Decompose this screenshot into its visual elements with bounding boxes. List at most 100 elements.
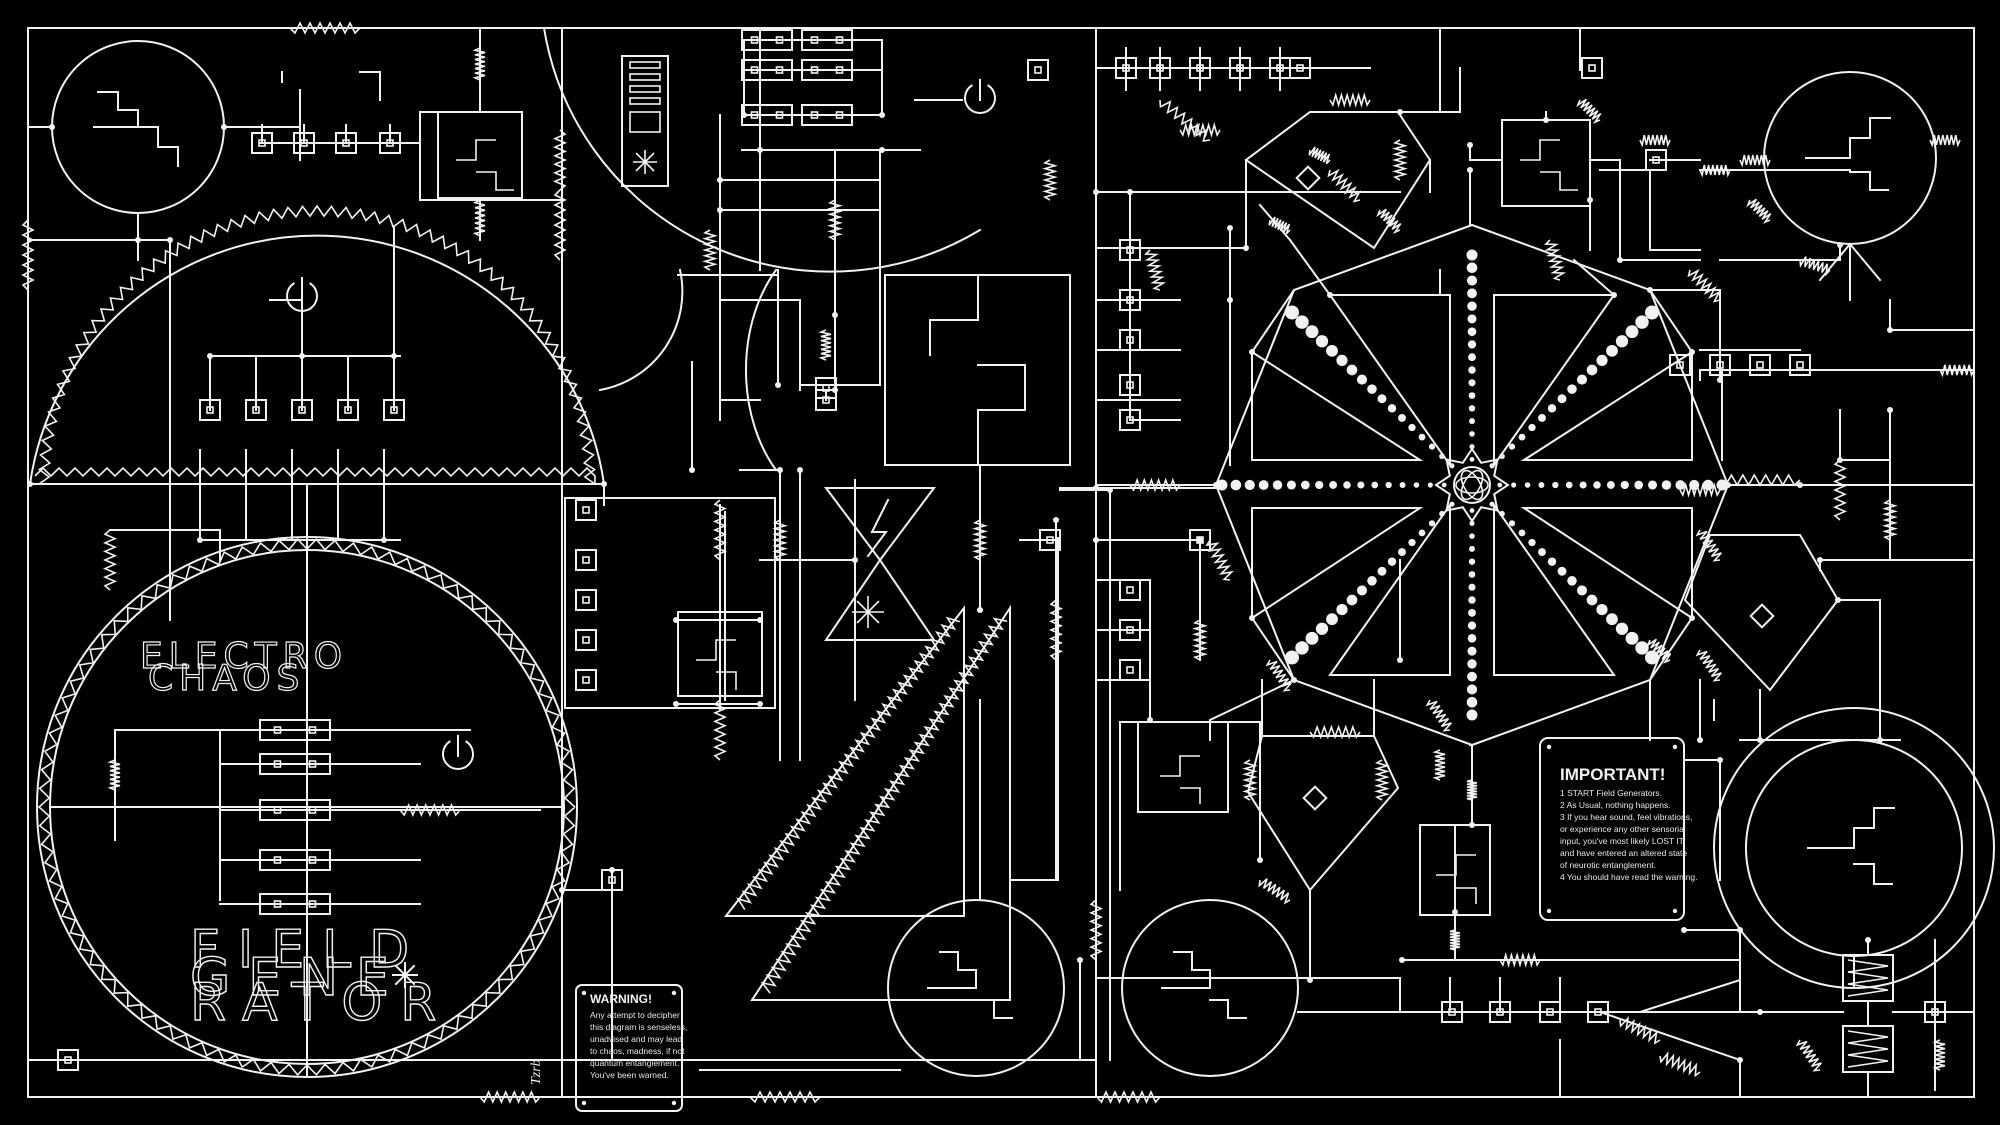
- junction-dot: [1468, 366, 1476, 374]
- capacitor-block: [259, 753, 331, 775]
- chip: [379, 132, 401, 154]
- junction-dot: [1469, 444, 1475, 450]
- junction-dot: [1367, 384, 1377, 394]
- junction-dot: [1865, 937, 1871, 943]
- resistor: [972, 519, 988, 561]
- chip: [1441, 1001, 1463, 1023]
- resistor: [1374, 759, 1390, 801]
- important-heading: IMPORTANT!: [1560, 765, 1665, 784]
- central-star: [1214, 223, 1730, 747]
- junction-dot: [1468, 571, 1476, 578]
- junction-dot: [1466, 249, 1478, 261]
- resistor: [479, 1089, 541, 1105]
- lower-gear: [36, 536, 578, 1078]
- snowflake-icon: [633, 150, 657, 174]
- junction-dot: [1887, 407, 1893, 413]
- junction-dot: [1336, 354, 1348, 367]
- chip: [1289, 57, 1311, 79]
- junction-dot: [1675, 480, 1686, 490]
- resistor: [472, 199, 486, 237]
- junction-dot: [1635, 315, 1649, 329]
- resistor: [1042, 159, 1058, 201]
- diamond-right: [1683, 534, 1840, 692]
- resistor: [1659, 1051, 1701, 1078]
- junction-dot: [1093, 537, 1099, 543]
- snowflake-panel: [621, 55, 669, 187]
- bottom-dials: [887, 899, 1299, 1077]
- top-left-dial: [51, 40, 225, 214]
- resistor: [1425, 699, 1452, 732]
- resistor: [1795, 1039, 1822, 1072]
- junction-dot: [717, 177, 723, 183]
- junction-dot: [1702, 479, 1714, 491]
- junction-dot: [1508, 520, 1516, 527]
- junction-dot: [1648, 480, 1658, 490]
- junction-dot: [1524, 482, 1531, 488]
- junction-dot: [1737, 1057, 1743, 1063]
- junction-dot: [1469, 520, 1475, 526]
- junction-dot: [1467, 314, 1477, 324]
- power-icon[interactable]: [964, 79, 996, 114]
- junction-dot: [1467, 288, 1477, 299]
- junction-dot: [1596, 354, 1608, 367]
- junction-dot: [1466, 262, 1478, 274]
- important-item-5: input, you've most likely LOST IT: [1560, 836, 1684, 846]
- artist-signature: Tzrb: [529, 1059, 544, 1085]
- junction-dot: [1817, 557, 1823, 563]
- chip: [335, 132, 357, 154]
- chip: [1039, 529, 1061, 551]
- wire: [1250, 288, 1296, 354]
- resistor: [553, 189, 567, 261]
- junction-dot: [1367, 576, 1377, 586]
- wire: [1818, 242, 1852, 282]
- warning-line-1: Any attempt to decipher: [590, 1010, 680, 1020]
- junction-dot: [1634, 480, 1643, 490]
- chip: [1749, 354, 1771, 376]
- coil-block-1: [1842, 954, 1894, 1002]
- resistor: [1242, 759, 1258, 801]
- junction-dot: [1615, 335, 1629, 348]
- lightning-icon: [866, 498, 890, 558]
- resistor: [102, 529, 118, 591]
- resistor: [1192, 619, 1208, 661]
- coil-block-2: [1842, 1025, 1894, 1073]
- junction-dot: [1468, 608, 1476, 617]
- junction-dot: [1717, 757, 1723, 763]
- junction-dot: [1467, 142, 1473, 148]
- capacitor-block: [259, 719, 331, 741]
- resistor: [1619, 1016, 1661, 1045]
- resistor: [399, 802, 461, 818]
- resistor: [1929, 134, 1961, 148]
- chip: [337, 399, 359, 421]
- junction-dot: [1716, 479, 1728, 491]
- junction-dot: [1467, 646, 1477, 656]
- chip: [1119, 619, 1141, 641]
- junction-dot: [1466, 275, 1478, 286]
- resistor: [1258, 878, 1291, 905]
- junction-dot: [197, 537, 203, 543]
- junction-dot: [1528, 538, 1536, 547]
- junction-dot: [207, 353, 213, 359]
- junction-dot: [1467, 327, 1477, 336]
- warning-line-6: You've been warned.: [590, 1070, 669, 1080]
- junction-dot: [1466, 696, 1478, 708]
- junction-dot: [1887, 327, 1893, 333]
- junction-dot: [1467, 301, 1477, 311]
- junction-dot: [1053, 517, 1059, 523]
- junction-dot: [757, 701, 763, 707]
- junction-dot: [689, 467, 695, 473]
- wire: [1648, 288, 1694, 354]
- title-line1: ELECTRO: [140, 636, 348, 677]
- junction-dot: [1579, 481, 1587, 489]
- chip: [1581, 57, 1603, 79]
- junction-dot: [1307, 977, 1313, 983]
- resistor: [749, 1090, 821, 1104]
- resistor: [1376, 208, 1402, 234]
- resistor: [1746, 198, 1772, 224]
- junction-dot: [299, 353, 305, 359]
- power-icon[interactable]: [442, 735, 474, 770]
- junction-dot: [1398, 413, 1406, 422]
- junction-dot: [1557, 566, 1567, 576]
- power-icon[interactable]: [286, 277, 318, 312]
- junction-dot: [1285, 650, 1299, 665]
